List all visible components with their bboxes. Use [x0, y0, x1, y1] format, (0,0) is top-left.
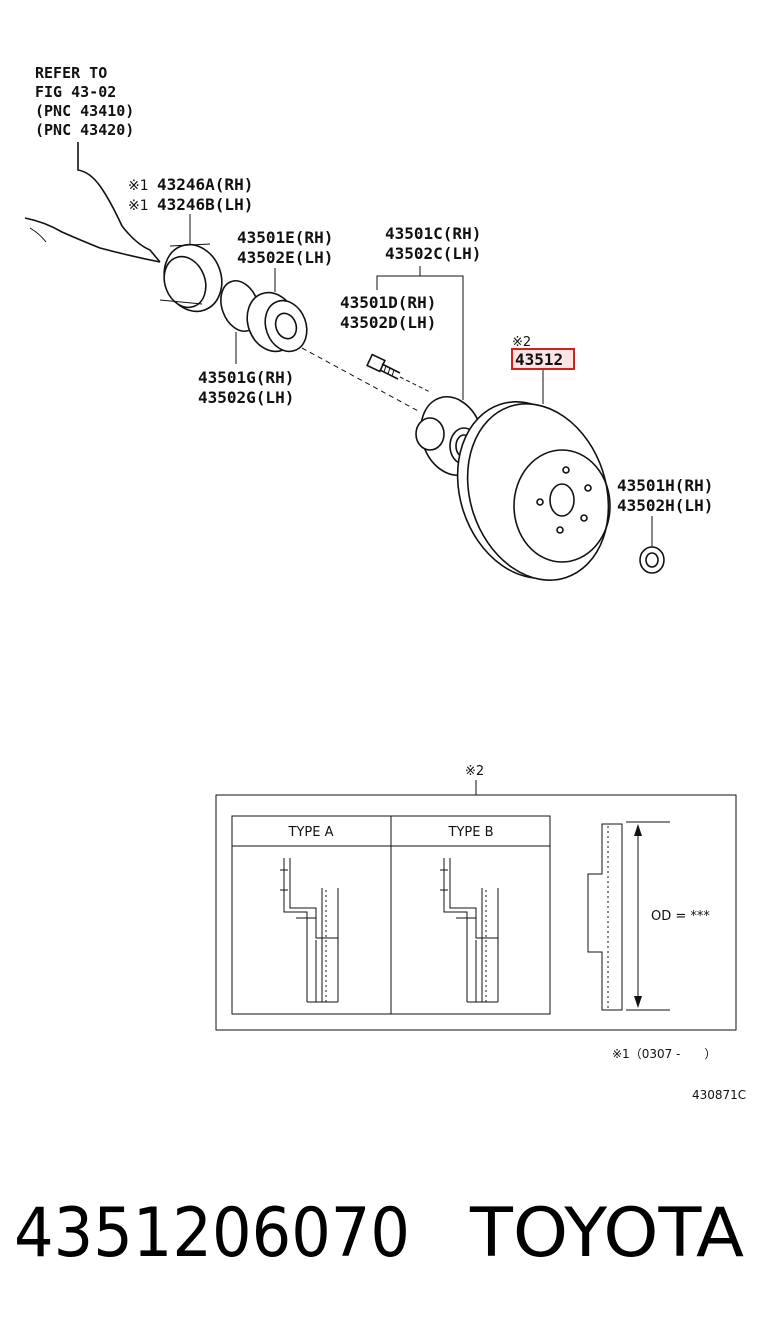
part-43502e: 43502E(LH)	[237, 248, 333, 267]
refer-line-3: (PNC 43410)	[35, 102, 134, 120]
part-43246b: 43246B(LH)	[157, 195, 253, 214]
label-43246: ※1 43246A(RH) ※1 43246B(LH)	[128, 175, 253, 244]
figure-id: 430871C	[692, 1088, 746, 1102]
part-43501c: 43501C(RH)	[385, 224, 481, 243]
part-43502c: 43502C(LH)	[385, 244, 481, 263]
label-43501g: 43501G(RH) 43502G(LH)	[198, 332, 294, 407]
part-43502d: 43502D(LH)	[340, 313, 436, 332]
part-number-caption: 4351206070	[14, 1194, 410, 1273]
refer-line-1: REFER TO	[35, 64, 107, 82]
type-a-header: TYPE A	[288, 825, 334, 840]
hub-bolt-part	[366, 353, 431, 393]
part-43501e: 43501E(RH)	[237, 228, 333, 247]
mark-1b: ※1	[128, 198, 149, 214]
type-b-header: TYPE B	[448, 825, 494, 840]
hub-nut-part	[639, 546, 665, 574]
bearing-part	[246, 291, 308, 353]
label-43512: ※2 43512	[511, 335, 575, 404]
label-43501c: 43501C(RH) 43502C(LH)	[376, 224, 481, 400]
part-43502h: 43502H(LH)	[617, 496, 713, 515]
refer-note: REFER TO FIG 43-02 (PNC 43410) (PNC 4342…	[35, 64, 134, 139]
footnote: ※1（0307 - ）	[612, 1047, 716, 1061]
label-43501e: 43501E(RH) 43502E(LH)	[237, 228, 333, 292]
brake-disc-part	[456, 401, 611, 581]
dust-seal-part	[159, 243, 223, 313]
od-profile: OD = ***	[587, 821, 710, 1011]
part-43501h: 43501H(RH)	[617, 476, 713, 495]
refer-line-2: FIG 43-02	[35, 83, 116, 101]
mark-1a: ※1	[128, 178, 149, 194]
part-43501g: 43501G(RH)	[198, 368, 294, 387]
brand-caption: TOYOTA	[469, 1194, 744, 1273]
highlight-box	[511, 348, 575, 370]
label-43501h: 43501H(RH) 43502H(LH)	[617, 476, 713, 548]
refer-line-4: (PNC 43420)	[35, 121, 134, 139]
type-a-profile	[280, 858, 339, 1003]
type-b-profile	[440, 858, 499, 1003]
label-43501d: 43501D(RH) 43502D(LH)	[340, 293, 436, 332]
part-43512[interactable]: 43512	[515, 350, 563, 369]
part-43501d: 43501D(RH)	[340, 293, 436, 312]
detail-mark: ※2	[465, 764, 484, 779]
od-label: OD = ***	[651, 909, 710, 924]
knuckle-outline	[24, 142, 161, 263]
mark-2: ※2	[512, 335, 531, 350]
part-43502g: 43502G(LH)	[198, 388, 294, 407]
detail-box: ※2 TYPE A TYPE B OD =	[215, 764, 737, 1031]
part-43246a: 43246A(RH)	[157, 175, 253, 194]
